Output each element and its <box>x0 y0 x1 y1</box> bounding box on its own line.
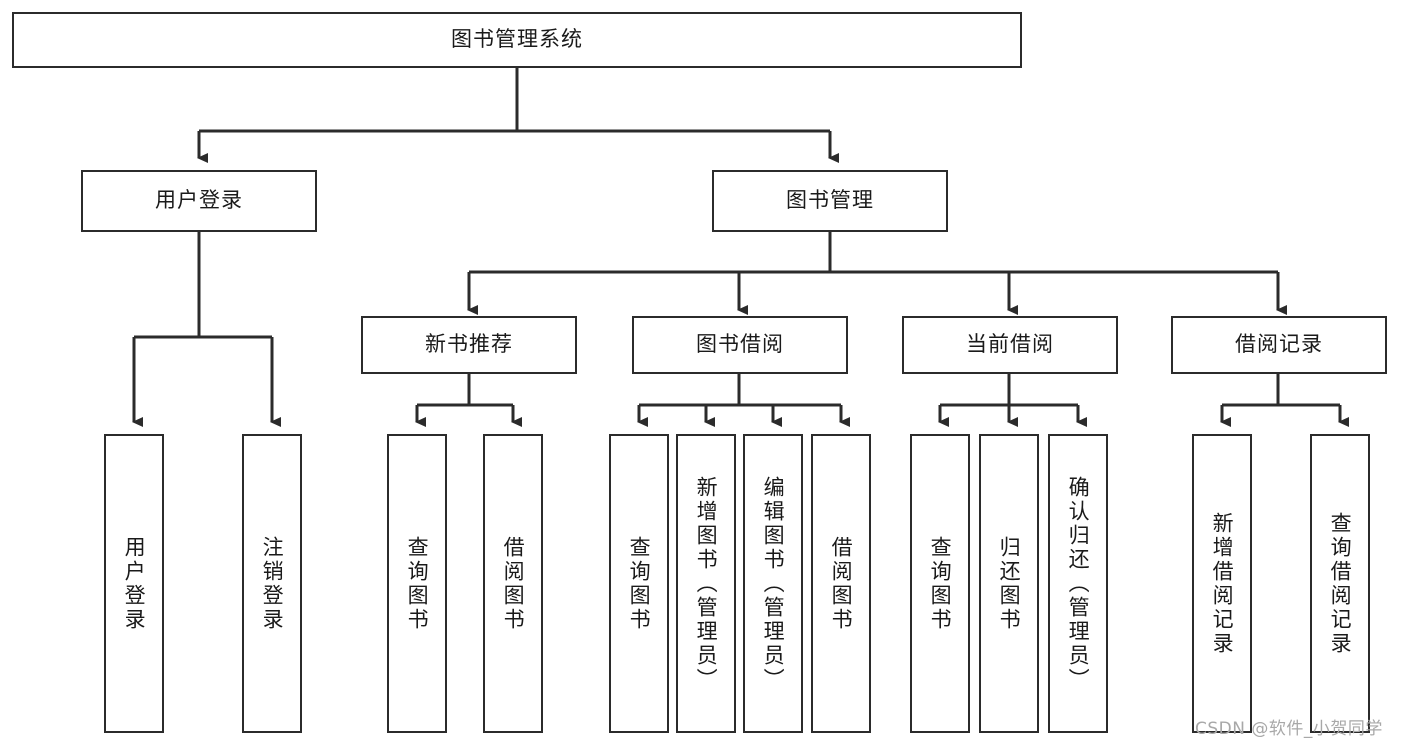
leaf-add-book-admin[interactable]: 新增图书（管理员） <box>676 434 736 733</box>
node-current-borrow[interactable]: 当前借阅 <box>902 316 1118 374</box>
node-label: 图书管理 <box>786 188 874 213</box>
node-label: 新增图书（管理员） <box>694 475 719 692</box>
leaf-return-book[interactable]: 归还图书 <box>979 434 1039 733</box>
leaf-user-login[interactable]: 用户登录 <box>104 434 164 733</box>
node-borrow-record[interactable]: 借阅记录 <box>1171 316 1387 374</box>
node-label: 用户登录 <box>155 188 243 213</box>
node-label: 用户登录 <box>122 535 147 632</box>
node-label: 借阅图书 <box>501 535 526 632</box>
leaf-borrow-book-recommend[interactable]: 借阅图书 <box>483 434 543 733</box>
node-label: 查询借阅记录 <box>1328 511 1353 656</box>
node-label: 图书借阅 <box>696 332 784 357</box>
node-label: 图书管理系统 <box>451 27 583 52</box>
node-label: 确认归还（管理员） <box>1066 475 1091 692</box>
leaf-confirm-return-admin[interactable]: 确认归还（管理员） <box>1048 434 1108 733</box>
node-label: 编辑图书（管理员） <box>761 475 786 692</box>
node-label: 查询图书 <box>405 535 430 632</box>
csdn-watermark: CSDN @软件_小贺同学 <box>1195 719 1383 739</box>
node-book-management[interactable]: 图书管理 <box>712 170 948 232</box>
node-root-book-management-system[interactable]: 图书管理系统 <box>12 12 1022 68</box>
node-label: 注销登录 <box>260 535 285 632</box>
node-book-borrow[interactable]: 图书借阅 <box>632 316 848 374</box>
node-label: 查询图书 <box>928 535 953 632</box>
leaf-query-book-recommend[interactable]: 查询图书 <box>387 434 447 733</box>
node-user-login[interactable]: 用户登录 <box>81 170 317 232</box>
leaf-edit-book-admin[interactable]: 编辑图书（管理员） <box>743 434 803 733</box>
leaf-query-book-borrow[interactable]: 查询图书 <box>609 434 669 733</box>
node-label: 当前借阅 <box>966 332 1054 357</box>
node-label: 新增借阅记录 <box>1210 511 1235 656</box>
node-label: 借阅图书 <box>829 535 854 632</box>
node-new-book-recommend[interactable]: 新书推荐 <box>361 316 577 374</box>
node-label: 借阅记录 <box>1235 332 1323 357</box>
node-label: 归还图书 <box>997 535 1022 632</box>
leaf-borrow-book[interactable]: 借阅图书 <box>811 434 871 733</box>
leaf-query-borrow-record[interactable]: 查询借阅记录 <box>1310 434 1370 733</box>
node-label: 新书推荐 <box>425 332 513 357</box>
leaf-logout[interactable]: 注销登录 <box>242 434 302 733</box>
leaf-query-book-current[interactable]: 查询图书 <box>910 434 970 733</box>
node-label: 查询图书 <box>627 535 652 632</box>
leaf-add-borrow-record[interactable]: 新增借阅记录 <box>1192 434 1252 733</box>
